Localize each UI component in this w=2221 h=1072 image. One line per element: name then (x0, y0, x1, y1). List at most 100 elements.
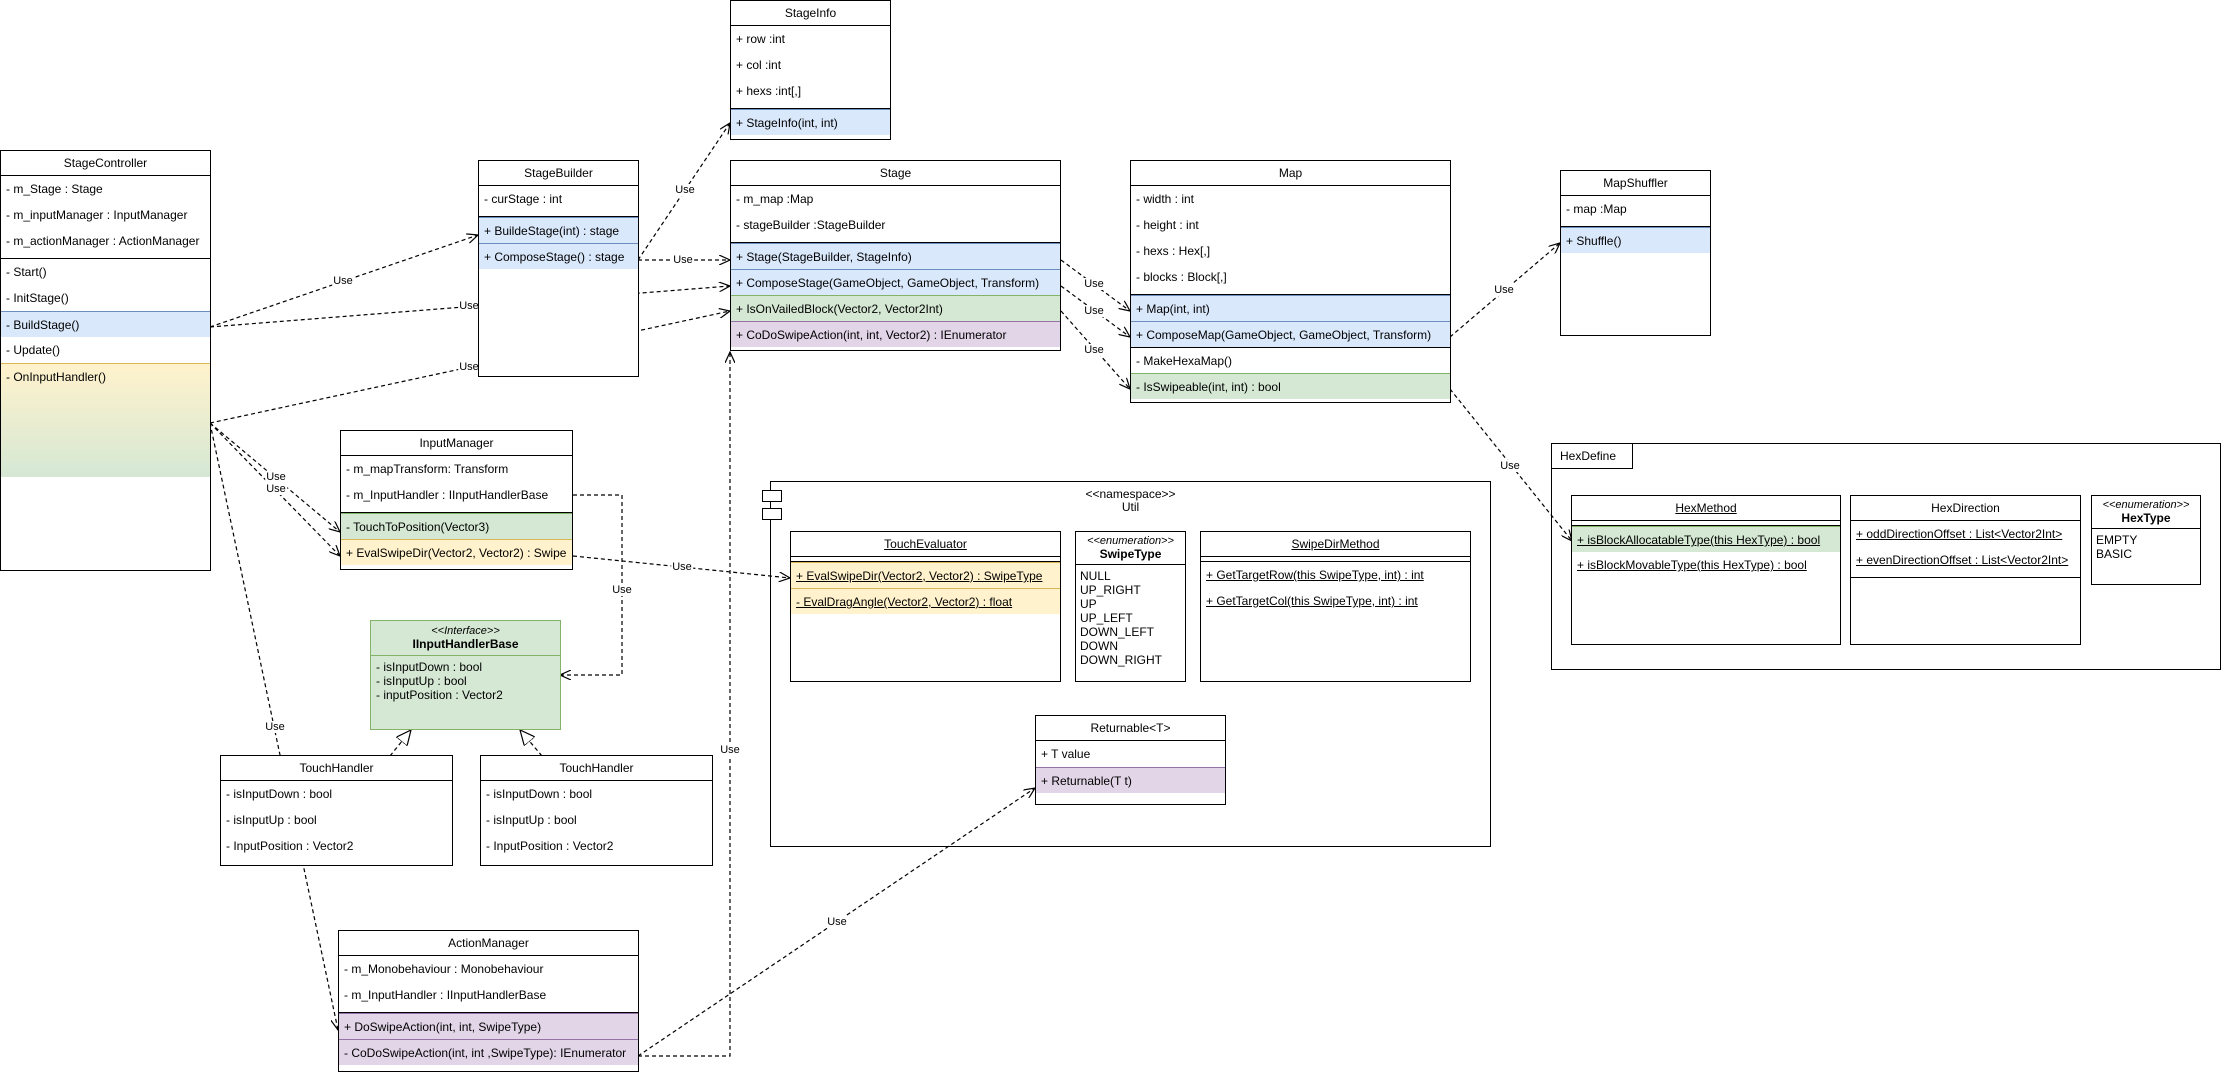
edge-label: Use (265, 471, 287, 483)
class-stageinfo: StageInfo + row :int + col :int + hexs :… (730, 0, 891, 140)
class-separator (1201, 557, 1470, 562)
class-name: Returnable<T> (1036, 716, 1225, 741)
edge-label: Use (1499, 460, 1521, 472)
class-stage: Stage - m_map :Map - stageBuilder :Stage… (730, 160, 1061, 351)
class-name: StageController (1, 151, 210, 176)
class-touchevaluator: TouchEvaluator + EvalSwipeDir(Vector2, V… (790, 531, 1061, 682)
edge-label: Use (674, 184, 696, 196)
class-separator (731, 238, 1060, 243)
class-name: <<enumeration>> HexType (2092, 496, 2200, 529)
edge-label: Use (672, 254, 694, 266)
class-inputmanager: InputManager - m_mapTransform: Transform… (340, 430, 573, 570)
class-name: InputManager (341, 431, 572, 456)
class-stereotype: <<Interface>> (431, 625, 500, 637)
class-attribute: - width : int (1136, 192, 1195, 206)
class-separator (791, 557, 1060, 562)
enum-hextype: <<enumeration>> HexType EMPTY BASIC (2091, 495, 2201, 585)
class-stagecontroller: StageController - m_Stage : Stage - m_in… (0, 150, 211, 571)
class-attribute: + T value (1041, 747, 1091, 761)
class-attribute: - isInputDown : bool (226, 787, 333, 801)
class-operation: + CoDoSwipeAction(int, int, Vector2) : I… (731, 321, 1060, 347)
interface-iinputhandlerbase: <<Interface>> IInputHandlerBase - isInpu… (370, 620, 561, 730)
class-separator (479, 212, 638, 217)
class-name: <<Interface>> IInputHandlerBase (371, 621, 560, 656)
class-attribute: - m_Stage : Stage (6, 182, 103, 196)
class-operation: - CoDoSwipeAction(int, int ,SwipeType): … (339, 1039, 638, 1065)
class-name: HexDirection (1851, 496, 2080, 521)
class-name-text: HexType (2121, 511, 2171, 525)
class-name: SwipeDirMethod (1201, 532, 1470, 557)
class-operation: + Shuffle() (1561, 227, 1710, 253)
class-attribute: - isInputUp : bool (486, 813, 577, 827)
class-returnable: Returnable<T> + T value + Returnable(T t… (1035, 715, 1226, 805)
edge-touchhandler1-interface (389, 730, 411, 757)
class-name: Stage (731, 161, 1060, 186)
class-attribute: - blocks : Block[,] (1136, 270, 1227, 284)
class-operation: + GetTargetCol(this SwipeType, int) : in… (1206, 594, 1418, 608)
class-stereotype: <<enumeration>> (1087, 535, 1174, 547)
class-operation: + isBlockMovableType(this HexType) : boo… (1577, 558, 1807, 572)
class-operation: - OnInputHandler() (1, 363, 210, 477)
edge-label: Use (826, 916, 848, 928)
class-operation: + ComposeMap(GameObject, GameObject, Tra… (1131, 321, 1450, 347)
class-actionmanager: ActionManager - m_Monobehaviour : Monobe… (338, 930, 639, 1072)
class-attribute: - InputPosition : Vector2 (486, 839, 614, 853)
edge-label: Use (1083, 305, 1105, 317)
class-attribute: - hexs : Hex[,] (1136, 244, 1211, 258)
class-name-text: IInputHandlerBase (412, 637, 519, 651)
edge-label: Use (458, 361, 480, 373)
package-util-title: <<namespace>> Util (771, 488, 1490, 514)
class-operation: - MakeHexaMap() (1131, 347, 1450, 373)
class-attribute: - curStage : int (484, 192, 563, 206)
class-hexdirection: HexDirection + oddDirectionOffset : List… (1850, 495, 2081, 645)
class-attribute: - inputPosition : Vector2 (376, 688, 503, 702)
class-attribute: - stageBuilder :StageBuilder (736, 218, 886, 232)
class-operation: - IsSwipeable(int, int) : bool (1131, 373, 1450, 399)
class-stereotype: <<enumeration>> (2102, 499, 2190, 511)
class-operation: - InitStage() (6, 291, 69, 305)
class-mapshuffler: MapShuffler - map :Map + Shuffle() (1560, 170, 1711, 336)
class-operation: + IsOnVailedBlock(Vector2, Vector2Int) (731, 295, 1060, 321)
package-component-tab (762, 490, 782, 502)
class-touchhandler: TouchHandler - isInputDown : bool - isIn… (220, 755, 453, 866)
class-swipedirmethod: SwipeDirMethod + GetTargetRow(this Swipe… (1200, 531, 1471, 682)
class-operation: + EvalSwipeDir(Vector2, Vector2) : Swipe… (791, 562, 1060, 588)
class-attribute: + hexs :int[,] (736, 84, 802, 98)
class-name: HexMethod (1572, 496, 1840, 521)
class-separator (341, 508, 572, 513)
class-attribute: - m_InputHandler : IInputHandlerBase (346, 488, 549, 502)
class-operation: + Returnable(T t) (1036, 767, 1225, 793)
class-operation: + ComposeStage() : stage (479, 243, 638, 269)
class-operation: + StageInfo(int, int) (731, 109, 890, 135)
class-separator (1572, 521, 1840, 526)
class-operation: + GetTargetRow(this SwipeType, int) : in… (1206, 568, 1424, 582)
class-separator (339, 1008, 638, 1013)
edge-label: Use (458, 300, 480, 312)
edge-label: Use (332, 275, 354, 287)
class-name: <<enumeration>> SwipeType (1076, 532, 1185, 565)
class-attribute: + col :int (736, 58, 782, 72)
edge-label: Use (611, 584, 633, 596)
edge-label: Use (264, 721, 286, 733)
edge-label: Use (671, 561, 693, 573)
class-separator (1561, 222, 1710, 227)
class-attribute: - map :Map (1566, 202, 1627, 216)
class-name: TouchHandler (481, 756, 712, 781)
enum-values: NULL UP_RIGHT UP UP_LEFT DOWN_LEFT DOWN … (1080, 569, 1162, 667)
class-operation: - TouchToPosition(Vector3) (341, 513, 572, 539)
edge-label: Use (719, 744, 741, 756)
class-name: ActionManager (339, 931, 638, 956)
class-separator (731, 104, 890, 109)
class-separator (1131, 290, 1450, 295)
class-name: StageBuilder (479, 161, 638, 186)
class-attribute: + evenDirectionOffset : List<Vector2Int> (1856, 553, 2069, 567)
class-attribute: - InputPosition : Vector2 (226, 839, 354, 853)
edge-label: Use (1083, 278, 1105, 290)
class-attribute: - m_map :Map (736, 192, 814, 206)
package-util: <<namespace>> Util (762, 481, 1491, 847)
class-operation: - Start() (6, 265, 47, 279)
class-touchhandler: TouchHandler - isInputDown : bool - isIn… (480, 755, 713, 866)
edge-label: Use (1083, 344, 1105, 356)
enum-swipetype: <<enumeration>> SwipeType NULL UP_RIGHT … (1075, 531, 1186, 682)
class-attribute: - m_Monobehaviour : Monobehaviour (344, 962, 544, 976)
